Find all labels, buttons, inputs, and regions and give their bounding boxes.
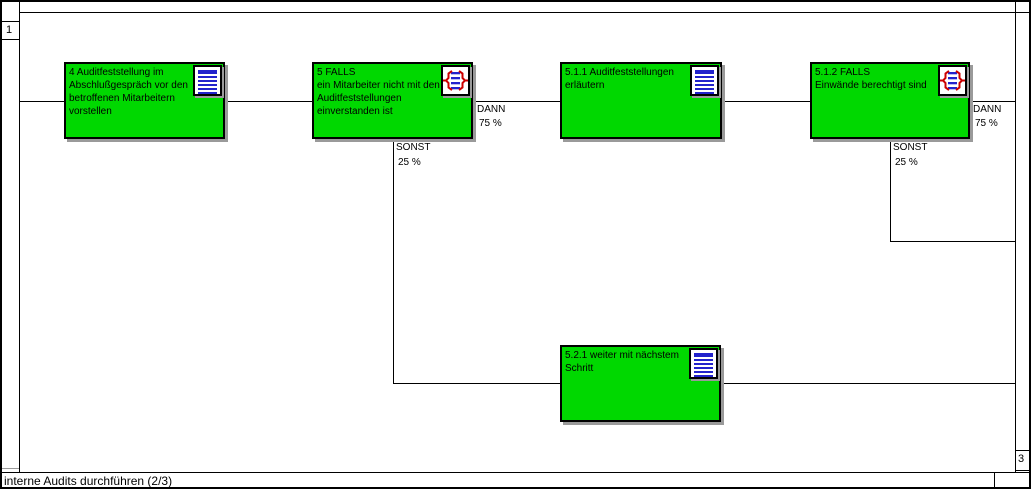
sonst-label: SONST	[396, 142, 431, 153]
activity-text: betroffenen Mitarbeitern	[69, 93, 175, 104]
sonst-label: SONST	[893, 142, 928, 153]
dann-percentage: 75 %	[975, 118, 998, 129]
sonst-branch-line	[393, 383, 560, 384]
sonst-percentage: 25 %	[895, 157, 918, 168]
connector-line	[19, 101, 64, 102]
activity-text: einverstanden ist	[317, 106, 393, 117]
col-number-label: 3	[1018, 453, 1025, 465]
activity-box-5-2-1[interactable]: 5.2.1 weiter mit nächstem Schritt	[560, 345, 721, 422]
col-cell-top-line	[1015, 450, 1029, 451]
decision-icon[interactable]	[441, 65, 470, 96]
activity-text: 5.1.1 Auditfeststellungen	[565, 67, 674, 78]
activity-text: Schritt	[565, 363, 594, 374]
document-icon[interactable]	[193, 65, 222, 96]
document-icon[interactable]	[689, 348, 718, 379]
document-icon[interactable]	[690, 65, 719, 96]
connector-line	[472, 101, 560, 102]
frame-right-margin-line	[1015, 2, 1016, 472]
sonst-percentage: 25 %	[398, 157, 421, 168]
activity-text: 5 FALLS	[317, 67, 356, 78]
sonst-branch-line	[890, 139, 891, 242]
sonst-branch-line	[890, 241, 1015, 242]
col-cell-bottom-line	[1015, 470, 1029, 471]
connector-line	[969, 101, 1015, 102]
activity-text: ein Mitarbeiter nicht mit den	[317, 80, 440, 91]
connector-line	[721, 383, 1015, 384]
sonst-branch-line	[393, 139, 394, 384]
dann-percentage: 75 %	[479, 118, 502, 129]
activity-text: Einwände berechtigt sind	[815, 80, 927, 91]
connector-line	[225, 101, 312, 102]
activity-text: vorstellen	[69, 106, 112, 117]
frame-left-margin-line	[19, 2, 20, 472]
connector-line	[722, 101, 810, 102]
dann-label: DANN	[973, 104, 1002, 115]
activity-box-4[interactable]: 4 Auditfeststellung im Abschlußgespräch …	[64, 62, 225, 139]
dann-label: DANN	[477, 104, 506, 115]
left-margin-bottom-tick	[2, 468, 19, 469]
decision-icon[interactable]	[938, 65, 967, 96]
frame-top-line	[19, 12, 1029, 13]
activity-text: Auditfeststellungen	[317, 93, 402, 104]
activity-text: Abschlußgespräch vor den	[69, 80, 188, 91]
footer-divider-line	[994, 472, 995, 487]
decision-box-5[interactable]: 5 FALLS ein Mitarbeiter nicht mit den Au…	[312, 62, 473, 139]
process-title: interne Audits durchführen (2/3)	[4, 474, 173, 488]
activity-text: 5.2.1 weiter mit nächstem	[565, 350, 679, 361]
activity-box-5-1-1[interactable]: 5.1.1 Auditfeststellungen erläutern	[560, 62, 722, 139]
activity-text: 5.1.2 FALLS	[815, 67, 871, 78]
activity-text: 4 Auditfeststellung im	[69, 67, 164, 78]
activity-text: erläutern	[565, 80, 605, 91]
row-cell-bottom-line	[2, 39, 19, 40]
footer-separator-line	[2, 472, 1029, 473]
row-cell-top-line	[2, 21, 19, 22]
row-number-label: 1	[6, 24, 13, 36]
decision-box-5-1-2[interactable]: 5.1.2 FALLS Einwände berechtigt sind	[810, 62, 970, 139]
